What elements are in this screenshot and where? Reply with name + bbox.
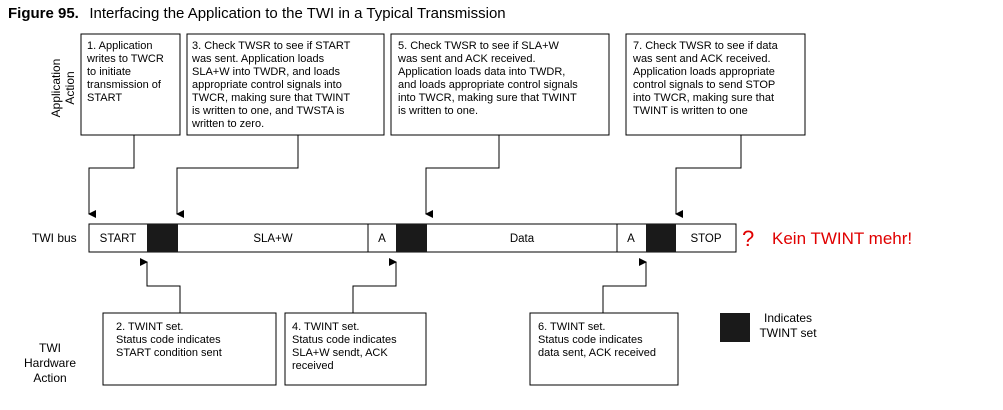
hw-box-4-line: SLA+W sendt, ACK xyxy=(292,347,388,359)
arrow-app-7-to-bus xyxy=(675,135,742,218)
app-box-7-line: 7. Check TWSR to see if data xyxy=(633,40,779,52)
app-box-7-line: was sent and ACK received. xyxy=(632,53,771,65)
app-box-7-line: Application loads appropriate xyxy=(633,66,775,78)
app-box-7-line: into TWCR, making sure that xyxy=(633,92,774,104)
twi-bus: START SLA+W A Data A STOP xyxy=(88,223,737,253)
bus-segment-start: START xyxy=(100,233,137,245)
app-box-1-text: 1. Application writes to TWCR to initiat… xyxy=(86,40,167,104)
bus-segment-stop: STOP xyxy=(690,233,721,245)
app-box-5-line: and loads appropriate control signals xyxy=(398,79,578,91)
legend-twint-swatch xyxy=(720,313,750,342)
figure-caption: Interfacing the Application to the TWI i… xyxy=(89,5,505,22)
app-box-5-line: 5. Check TWSR to see if SLA+W xyxy=(398,40,559,52)
twint-block-2 xyxy=(396,224,427,252)
app-box-7 xyxy=(625,33,806,136)
arrow-app-3-to-bus xyxy=(176,135,299,218)
app-box-1 xyxy=(80,33,181,136)
app-box-5-line: Application loads data into TWDR, xyxy=(398,66,565,78)
hw-box-6-line: 6. TWINT set. xyxy=(538,321,605,333)
hw-box-4 xyxy=(284,312,427,386)
app-box-1-line: START xyxy=(87,92,122,104)
lane-label-twi-bus: TWI bus xyxy=(32,231,77,245)
app-box-5 xyxy=(390,33,610,136)
application-actions: 1. Application writes to TWCR to initiat… xyxy=(80,33,806,136)
hw-box-4-line: Status code indicates xyxy=(292,334,397,346)
app-box-1-line: to initiate xyxy=(87,66,131,78)
figure-number: Figure 95. xyxy=(8,5,79,22)
app-box-3 xyxy=(186,33,385,136)
app-box-1-line: transmission of xyxy=(87,79,162,91)
lane-label-hardware: Hardware xyxy=(24,356,76,370)
app-box-3-line: is written to one, and TWSTA is xyxy=(192,105,345,117)
hw-box-2 xyxy=(102,312,277,386)
app-box-1-line: writes to TWCR xyxy=(86,53,164,65)
bus-segment-ack-1: A xyxy=(378,233,386,245)
legend: Indicates TWINT set xyxy=(720,311,817,342)
hw-box-4-text: 4. TWINT set. Status code indicates SLA+… xyxy=(292,321,400,372)
legend-label-line1: Indicates xyxy=(764,311,812,325)
app-box-3-line: 3. Check TWSR to see if START xyxy=(192,40,351,52)
app-box-3-line: appropriate control signals into xyxy=(192,79,342,91)
legend-label-line2: TWINT set xyxy=(759,326,817,340)
app-box-3-line: was sent. Application loads xyxy=(191,53,325,65)
app-box-5-line: is written to one. xyxy=(398,105,478,117)
hw-box-2-line: START condition sent xyxy=(116,347,222,359)
lane-label-application: Application xyxy=(49,59,63,118)
arrow-hw-2-to-bus xyxy=(140,258,181,313)
app-box-3-text: 3. Check TWSR to see if START was sent. … xyxy=(191,40,353,130)
hw-box-4-line: received xyxy=(292,360,334,372)
annotation-question-mark: ? xyxy=(742,226,754,251)
lane-label-hardware-action: Action xyxy=(33,371,66,385)
hardware-arrows xyxy=(140,258,647,313)
lane-label-action: Action xyxy=(63,71,77,104)
twint-block-3 xyxy=(646,224,676,252)
lane-label-twi: TWI xyxy=(39,341,61,355)
bus-segment-ack-2: A xyxy=(627,233,635,245)
app-box-7-text: 7. Check TWSR to see if data was sent an… xyxy=(632,40,781,117)
app-box-5-line: was sent and ACK received. xyxy=(397,53,536,65)
bus-segment-data: Data xyxy=(510,233,535,245)
app-box-5-text: 5. Check TWSR to see if SLA+W was sent a… xyxy=(397,40,581,117)
arrow-app-5-to-bus xyxy=(425,135,500,218)
app-box-1-line: 1. Application xyxy=(87,40,152,52)
app-box-3-line: written to zero. xyxy=(191,118,264,130)
hw-box-4-line: 4. TWINT set. xyxy=(292,321,359,333)
arrow-app-1-to-bus xyxy=(88,135,135,218)
app-box-3-line: TWCR, making sure that TWINT xyxy=(192,92,350,104)
arrow-hw-6-to-bus xyxy=(602,258,647,313)
hw-box-2-line: 2. TWINT set. xyxy=(116,321,183,333)
arrow-hw-4-to-bus xyxy=(352,258,397,313)
app-box-3-line: SLA+W into TWDR, and loads xyxy=(192,66,341,78)
hw-box-2-line: Status code indicates xyxy=(116,334,221,346)
figure-title: Figure 95. Interfacing the Application t… xyxy=(8,5,506,22)
hw-box-6 xyxy=(529,312,679,386)
application-arrows xyxy=(88,135,742,218)
hw-box-2-text: 2. TWINT set. Status code indicates STAR… xyxy=(116,321,224,359)
hw-box-6-line: data sent, ACK received xyxy=(538,347,656,359)
annotation-no-twint: Kein TWINT mehr! xyxy=(772,229,912,248)
twint-block-1 xyxy=(147,224,178,252)
hw-box-6-text: 6. TWINT set. Status code indicates data… xyxy=(538,321,656,359)
hw-box-6-line: Status code indicates xyxy=(538,334,643,346)
app-box-7-line: TWINT is written to one xyxy=(633,105,748,117)
bus-segment-sla-w: SLA+W xyxy=(253,233,292,245)
hardware-actions: 2. TWINT set. Status code indicates STAR… xyxy=(102,312,679,386)
app-box-5-line: into TWCR, making sure that TWINT xyxy=(398,92,577,104)
app-box-7-line: control signals to send STOP xyxy=(633,79,775,91)
